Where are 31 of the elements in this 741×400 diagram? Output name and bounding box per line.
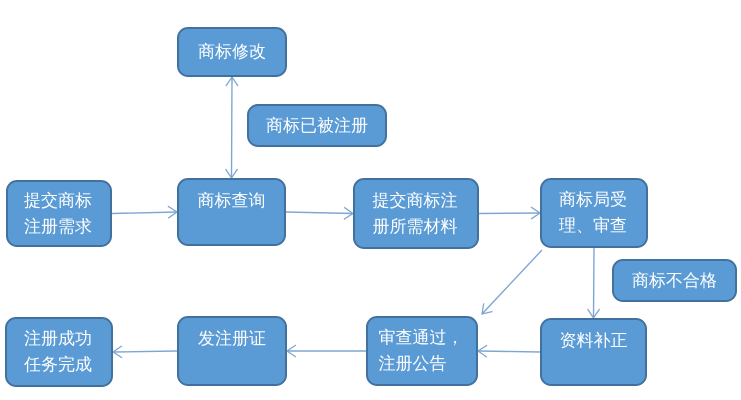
step-label: 商标查询 (198, 190, 266, 213)
process-box (247, 104, 387, 147)
arrow (112, 206, 178, 219)
process-box (177, 27, 287, 77)
arrow (286, 206, 354, 220)
step-label: 审查通过，注册公告 (378, 327, 464, 376)
process-box (366, 316, 478, 386)
step-label: 商标已被注册 (266, 114, 368, 138)
process-box (540, 178, 648, 248)
arrow (224, 76, 239, 179)
process-box (353, 178, 479, 249)
arrow (286, 344, 366, 358)
arrow (586, 248, 600, 319)
step-label: 提交商标注册所需材料 (372, 190, 458, 238)
process-box (540, 318, 647, 386)
process-box (177, 178, 286, 246)
process-box (5, 317, 113, 387)
step-label: 商标局受理、审查 (559, 189, 628, 238)
arrow (477, 344, 540, 358)
process-box (177, 316, 287, 386)
process-box (6, 180, 112, 247)
step-label: 商标不合格 (632, 270, 717, 292)
step-label: 提交商标注册需求 (24, 190, 93, 238)
step-label: 发注册证 (198, 328, 266, 351)
arrow (481, 250, 543, 315)
arrow (112, 345, 178, 358)
step-label: 注册成功任务完成 (24, 328, 93, 377)
step-label: 资料补正 (560, 330, 628, 353)
step-label: 商标修改 (198, 41, 266, 64)
arrow (479, 206, 541, 220)
process-box (612, 259, 737, 302)
